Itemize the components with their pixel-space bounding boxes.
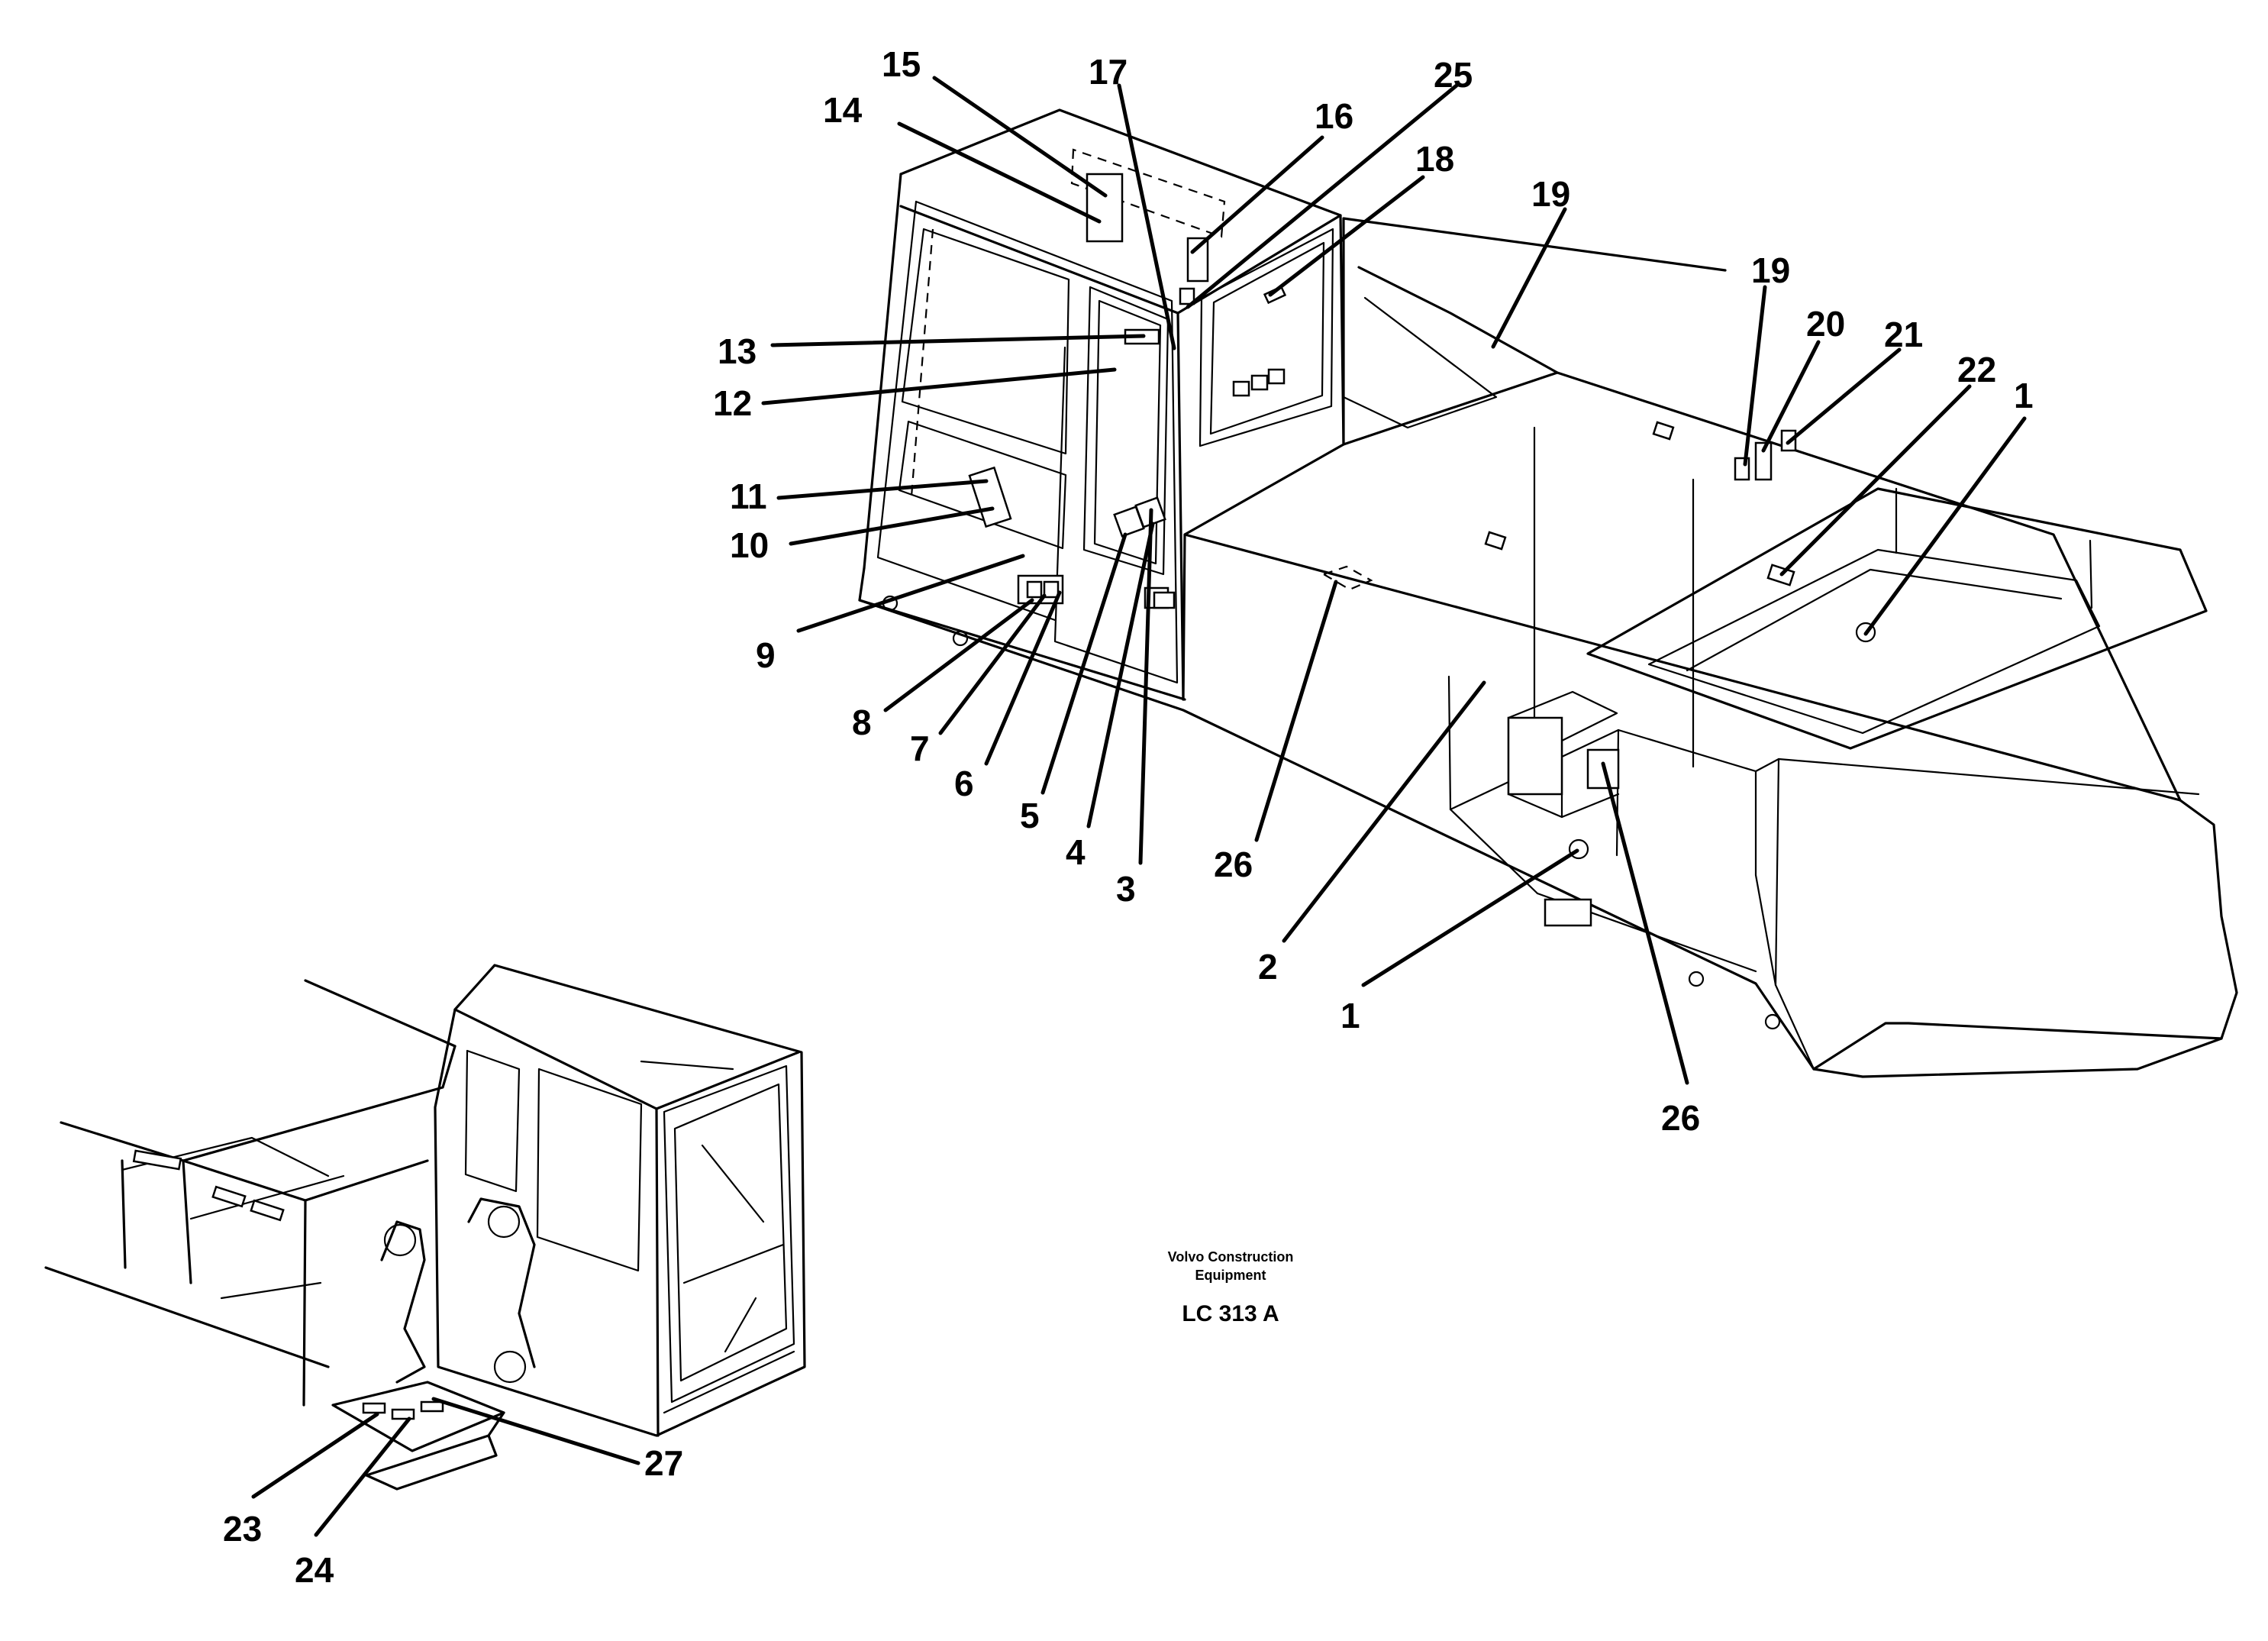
callout-21: 21	[1884, 315, 1923, 354]
callout-2: 2	[1258, 947, 1278, 987]
callout-27: 27	[644, 1443, 683, 1483]
callout-1-bottom: 1	[1340, 996, 1360, 1035]
callout-4: 4	[1066, 832, 1086, 872]
callout-15: 15	[882, 44, 921, 84]
callout-22: 22	[1957, 350, 1996, 389]
callout-26-bottom: 26	[1661, 1098, 1700, 1138]
callout-25: 25	[1434, 55, 1473, 95]
callout-10: 10	[730, 525, 769, 565]
callout-11: 11	[730, 476, 767, 516]
callout-5: 5	[1020, 796, 1040, 835]
drawing-code: LC 313 A	[1182, 1301, 1279, 1326]
callout-3: 3	[1116, 869, 1136, 909]
callout-19-roof: 19	[1531, 174, 1570, 214]
callout-12: 12	[713, 383, 752, 423]
company-name-line1: Volvo Construction	[1168, 1249, 1294, 1265]
callout-20: 20	[1806, 304, 1845, 344]
callout-14: 14	[823, 90, 863, 130]
callout-7: 7	[910, 728, 930, 768]
callout-17: 17	[1089, 52, 1128, 92]
main-machine-drawing	[858, 108, 2238, 1078]
callout-8: 8	[852, 703, 872, 742]
callout-18: 18	[1415, 139, 1454, 179]
callout-16: 16	[1315, 96, 1353, 136]
callout-24: 24	[295, 1550, 334, 1590]
callout-numbers: 15 17 25 14 16 18 19 19 20 21 22 1 13 12…	[223, 44, 2034, 1590]
callout-23: 23	[223, 1509, 262, 1549]
drawing-footer: Volvo Construction Equipment LC 313 A	[1168, 1249, 1294, 1326]
inset-machine-drawing	[44, 964, 806, 1491]
callout-1-top: 1	[2014, 376, 2034, 415]
callout-13: 13	[718, 331, 757, 371]
company-name-line2: Equipment	[1195, 1268, 1266, 1283]
callout-26-mid: 26	[1214, 845, 1253, 884]
callout-6: 6	[954, 764, 974, 803]
callout-9: 9	[756, 635, 776, 675]
leader-lines	[251, 76, 2027, 1537]
callout-19-side: 19	[1751, 250, 1790, 290]
